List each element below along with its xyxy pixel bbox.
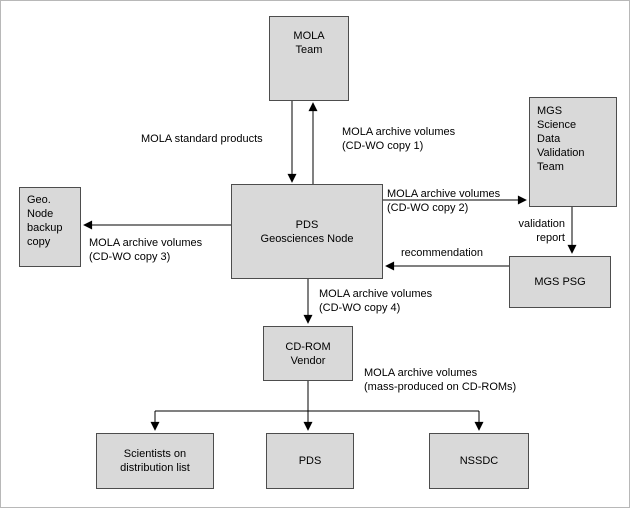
node-geo-node-backup: Geo. Node backup copy bbox=[19, 187, 81, 267]
node-pds-label: PDS bbox=[298, 455, 322, 467]
edge-label-mass-produced: MOLA archive volumes (mass-produced on C… bbox=[364, 367, 517, 393]
node-scientists-label: Scientists on distribution list bbox=[120, 448, 190, 474]
node-nssdc-label: NSSDC bbox=[459, 455, 499, 467]
edge-label-recommendation: recommendation bbox=[401, 247, 483, 259]
edge-label-validation-report: validation report bbox=[518, 218, 565, 244]
edge-label-cdwo-copy2: MOLA archive volumes (CD-WO copy 2) bbox=[387, 188, 501, 214]
node-mola-team: MOLA Team bbox=[269, 16, 349, 101]
node-mgs-validation-team-label: MGS Science Data Validation Team bbox=[537, 105, 585, 173]
node-cdrom-vendor: CD-ROM Vendor bbox=[263, 326, 353, 381]
node-cdrom-vendor-label: CD-ROM Vendor bbox=[285, 340, 331, 367]
edge-label-standard-products: MOLA standard products bbox=[141, 133, 263, 145]
node-mola-team-label: MOLA Team bbox=[293, 30, 325, 56]
node-pds: PDS bbox=[266, 433, 354, 489]
node-scientists: Scientists on distribution list bbox=[96, 433, 214, 489]
node-pds-geosciences-label: PDS Geosciences Node bbox=[260, 218, 354, 245]
node-mgs-validation-team: MGS Science Data Validation Team bbox=[529, 97, 617, 207]
node-geo-node-backup-label: Geo. Node backup copy bbox=[27, 194, 63, 248]
edge-label-cdwo-copy3: MOLA archive volumes (CD-WO copy 3) bbox=[89, 237, 203, 263]
edge-label-cdwo-copy4: MOLA archive volumes (CD-WO copy 4) bbox=[319, 288, 433, 314]
edge-label-cdwo-copy1: MOLA archive volumes (CD-WO copy 1) bbox=[342, 126, 456, 152]
node-mgs-psg-label: MGS PSG bbox=[534, 276, 586, 288]
node-mgs-psg: MGS PSG bbox=[509, 256, 611, 308]
node-pds-geosciences: PDS Geosciences Node bbox=[231, 184, 383, 279]
node-nssdc: NSSDC bbox=[429, 433, 529, 489]
